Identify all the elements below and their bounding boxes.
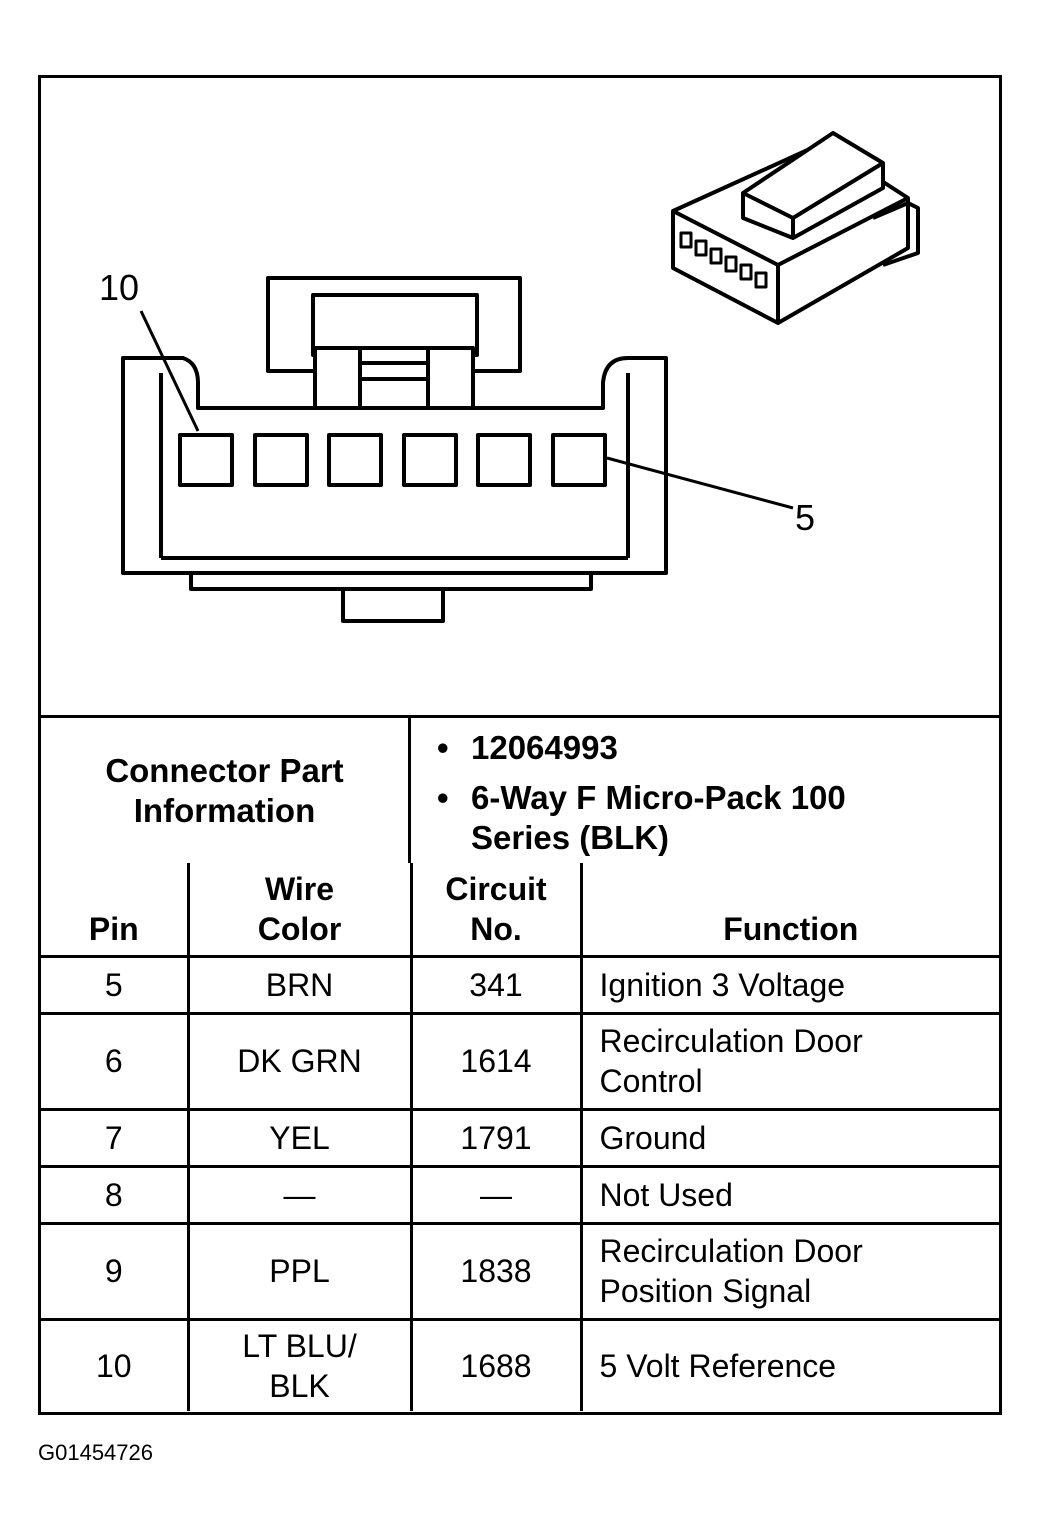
cell-circuit-no: 1838 <box>409 1221 583 1321</box>
header-function: Function <box>579 863 999 958</box>
connector-front-view <box>121 276 794 623</box>
pin-cavity <box>476 433 532 487</box>
cell-function: Recirculation Door Control <box>579 1011 999 1111</box>
cell-circuit-no: 341 <box>409 954 583 1015</box>
pin-5-label: 5 <box>795 497 815 538</box>
connector-diagram: 10 5 <box>99 131 920 623</box>
bullet-icon: • <box>437 729 449 766</box>
cell-wire-color: YEL <box>186 1107 413 1168</box>
leader-line-pin-5 <box>606 456 794 510</box>
pin-10-label: 10 <box>99 267 139 308</box>
cell-function: Ignition 3 Voltage <box>579 954 999 1015</box>
pin-cavity <box>402 433 458 487</box>
part-number-item: • 12064993 <box>437 729 618 766</box>
table-row: 10 LT BLU/ BLK 1688 5 Volt Reference <box>41 1317 999 1411</box>
cell-circuit-no: 1791 <box>409 1107 583 1168</box>
table-header-row: Pin Wire Color Circuit No. Function <box>41 863 999 958</box>
connector-3d-illustration <box>671 131 920 325</box>
cell-wire-color: LT BLU/ BLK <box>186 1317 413 1411</box>
header-wire-color: Wire Color <box>186 863 413 958</box>
cell-pin: 7 <box>41 1107 190 1168</box>
cell-circuit-no: 1688 <box>409 1317 583 1411</box>
pin-cavity <box>551 433 607 487</box>
cell-pin: 8 <box>41 1164 190 1225</box>
connector-type-item: • 6-Way F Micro-Pack 100 Series (BLK) <box>437 779 846 856</box>
cell-function: Not Used <box>579 1164 999 1225</box>
pin-table: Pin Wire Color Circuit No. Function 5 BR… <box>41 863 999 1411</box>
pin-cavity <box>253 433 309 487</box>
cell-circuit-no: — <box>409 1164 583 1225</box>
table-row: 8 — — Not Used <box>41 1164 999 1225</box>
pin-cavity <box>327 433 383 487</box>
figure-id: G01454726 <box>38 1440 153 1465</box>
header-pin: Pin <box>41 863 190 958</box>
cell-pin: 9 <box>41 1221 190 1321</box>
cell-function: 5 Volt Reference <box>579 1317 999 1411</box>
cell-wire-color: — <box>186 1164 413 1225</box>
diagram-frame: 10 5 Connector Part Information • 120649… <box>38 75 1002 1415</box>
bullet-icon: • <box>437 779 449 816</box>
cell-pin: 10 <box>41 1317 190 1411</box>
table-row: 7 YEL 1791 Ground <box>41 1107 999 1168</box>
header-circuit-no: Circuit No. <box>409 863 583 958</box>
connector-part-info: Connector Part Information • 12064993 • … <box>41 715 999 863</box>
cell-wire-color: PPL <box>186 1221 413 1321</box>
pin-cavity <box>178 433 234 487</box>
leader-line-pin-10 <box>139 310 200 432</box>
cell-pin: 5 <box>41 954 190 1015</box>
cell-wire-color: DK GRN <box>186 1011 413 1111</box>
table-row: 9 PPL 1838 Recirculation Door Position S… <box>41 1221 999 1321</box>
cell-function: Ground <box>579 1107 999 1168</box>
connector-part-info-values: • 12064993 • 6-Way F Micro-Pack 100 Seri… <box>411 718 999 863</box>
cell-pin: 6 <box>41 1011 190 1111</box>
table-row: 6 DK GRN 1614 Recirculation Door Control <box>41 1011 999 1111</box>
table-row: 5 BRN 341 Ignition 3 Voltage <box>41 954 999 1015</box>
cell-function: Recirculation Door Position Signal <box>579 1221 999 1321</box>
cell-wire-color: BRN <box>186 954 413 1015</box>
connector-part-info-label: Connector Part Information <box>41 718 411 863</box>
cell-circuit-no: 1614 <box>409 1011 583 1111</box>
